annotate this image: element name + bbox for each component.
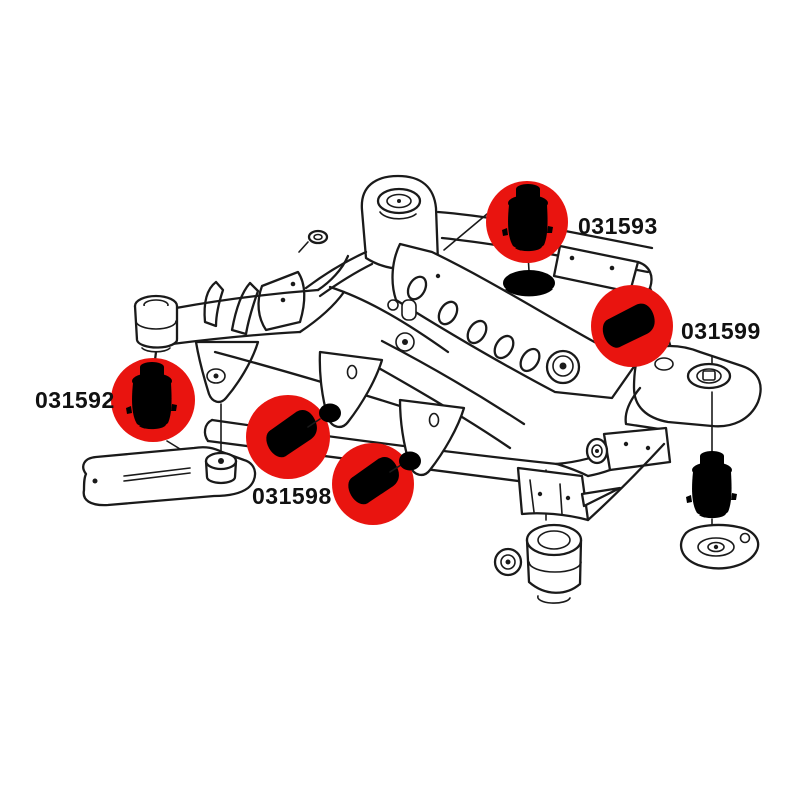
part-labels: 031592 031593 031598 031599: [35, 213, 761, 509]
label-031593: 031593: [578, 213, 658, 239]
label-031592: 031592: [35, 387, 115, 413]
small-bushing-eye: [298, 229, 329, 253]
label-031599: 031599: [681, 318, 761, 344]
upper-left-rail: [133, 254, 452, 424]
left-gusset-plate: [203, 270, 306, 336]
bushing-031598-upper: [260, 403, 341, 462]
right-washer-plate: [679, 523, 760, 570]
arm-boss: [204, 451, 238, 485]
right-trailing-arm-mount: [554, 344, 762, 478]
label-031598: 031598: [252, 483, 332, 509]
central-crossmember: [366, 242, 642, 450]
bushing-031598-lower: [342, 451, 421, 509]
right-bushing-assembly: [679, 355, 760, 570]
top-mount-tower: [304, 174, 440, 298]
bottom-center-mount: [493, 442, 666, 604]
highlighted-bushings: [126, 184, 661, 509]
subframe-base-art: [82, 174, 762, 604]
lower-control-arm: [82, 403, 257, 507]
